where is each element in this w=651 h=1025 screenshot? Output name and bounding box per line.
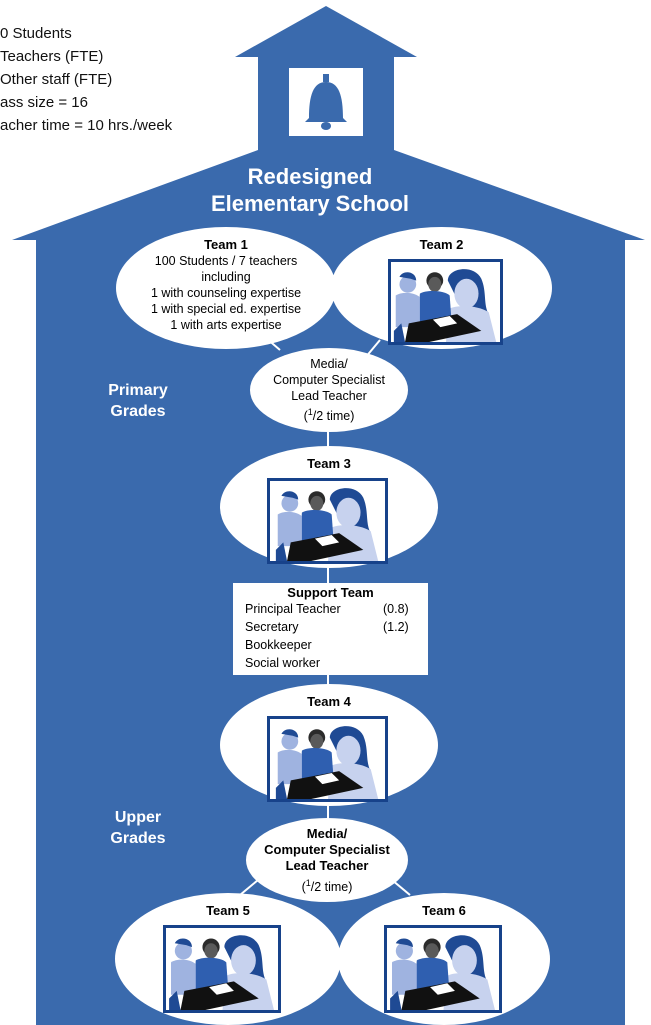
- media-primary-line: Lead Teacher: [291, 389, 367, 403]
- primary-grades-label: Primary Grades: [93, 380, 183, 422]
- team-1-line: including: [201, 270, 251, 284]
- media-primary-line: Media/: [310, 357, 348, 371]
- time-open: (: [301, 880, 306, 895]
- team-6-oval: Team 6: [338, 893, 550, 1025]
- team-1-line: 1 with special ed. expertise: [150, 302, 302, 316]
- time-open: (: [303, 409, 308, 424]
- time-num: 1: [305, 878, 311, 888]
- media-upper-time: (1/2 time): [246, 875, 408, 895]
- support-row-label: Secretary: [245, 620, 299, 634]
- media-upper-line: Computer Specialist: [264, 842, 390, 857]
- team-3-title: Team 3: [307, 456, 351, 471]
- team-meeting-illustration: [384, 925, 502, 1013]
- media-primary-text: Media/ Computer Specialist Lead Teacher …: [250, 356, 408, 424]
- team-meeting-illustration: [267, 478, 388, 564]
- support-row-label: Principal Teacher: [245, 602, 341, 616]
- time-num: 1: [307, 407, 313, 417]
- team-5-oval: Team 5: [115, 893, 341, 1025]
- team-1-line: 100 Students / 7 teachers: [154, 254, 298, 268]
- media-primary-line: Computer Specialist: [273, 373, 385, 387]
- team-1-details: 100 Students / 7 teachers including 1 wi…: [116, 253, 336, 333]
- time-rest: /2 time): [310, 880, 353, 895]
- team-4-title: Team 4: [307, 694, 351, 709]
- upper-label-line-2: Grades: [110, 830, 166, 847]
- team-2-oval: Team 2: [331, 227, 552, 349]
- team-1-line: 1 with counseling expertise: [150, 286, 302, 300]
- bell-panel: [289, 68, 363, 136]
- primary-label-line-1: Primary: [108, 382, 168, 399]
- stat-teachers: Teachers (FTE): [0, 48, 104, 65]
- team-5-title: Team 5: [206, 903, 250, 918]
- team-meeting-illustration: [388, 259, 503, 345]
- team-1-oval: Team 1 100 Students / 7 teachers includi…: [116, 227, 336, 349]
- support-row-value: (0.8): [383, 602, 409, 616]
- team-meeting-illustration: [163, 925, 281, 1013]
- media-specialist-primary-oval: Media/ Computer Specialist Lead Teacher …: [250, 348, 408, 432]
- bell-icon: [305, 74, 347, 130]
- media-upper-line: Lead Teacher: [285, 858, 369, 873]
- support-row-label: Bookkeeper: [245, 638, 312, 652]
- team-meeting-illustration: [267, 716, 388, 802]
- stat-teacher-time: acher time = 10 hrs./week: [0, 117, 173, 134]
- school-title-line-1: Redesigned: [247, 164, 373, 189]
- upper-label-line-1: Upper: [114, 809, 162, 826]
- team-2-title: Team 2: [419, 237, 464, 252]
- team-1-title: Team 1: [204, 237, 248, 252]
- upper-grades-label: Upper Grades: [93, 807, 183, 849]
- stat-students: 0 Students: [0, 25, 72, 42]
- stat-class-size: ass size = 16: [0, 94, 88, 111]
- school-title-line-2: Elementary School: [210, 191, 410, 216]
- time-rest: /2 time): [312, 409, 355, 424]
- team-1-line: 1 with arts expertise: [170, 318, 282, 332]
- media-upper-line: Media/: [306, 826, 348, 841]
- support-team-box: Support Team Principal Teacher (0.8) Sec…: [233, 583, 428, 675]
- team-4-oval: Team 4: [220, 684, 438, 806]
- media-specialist-upper-oval: Media/ Computer Specialist Lead Teacher …: [246, 818, 408, 902]
- support-row-label: Social worker: [245, 656, 321, 670]
- school-title: Redesigned Elementary School: [180, 163, 440, 217]
- support-row-value: (1.2): [383, 620, 409, 634]
- media-primary-time: (1/2 time): [250, 404, 408, 424]
- support-team-title: Support Team: [287, 585, 374, 600]
- team-6-title: Team 6: [422, 903, 466, 918]
- team-3-oval: Team 3: [220, 446, 438, 568]
- primary-label-line-2: Grades: [110, 403, 166, 420]
- media-upper-text: Media/ Computer Specialist Lead Teacher: [246, 826, 408, 874]
- stat-other-staff: Other staff (FTE): [0, 71, 113, 88]
